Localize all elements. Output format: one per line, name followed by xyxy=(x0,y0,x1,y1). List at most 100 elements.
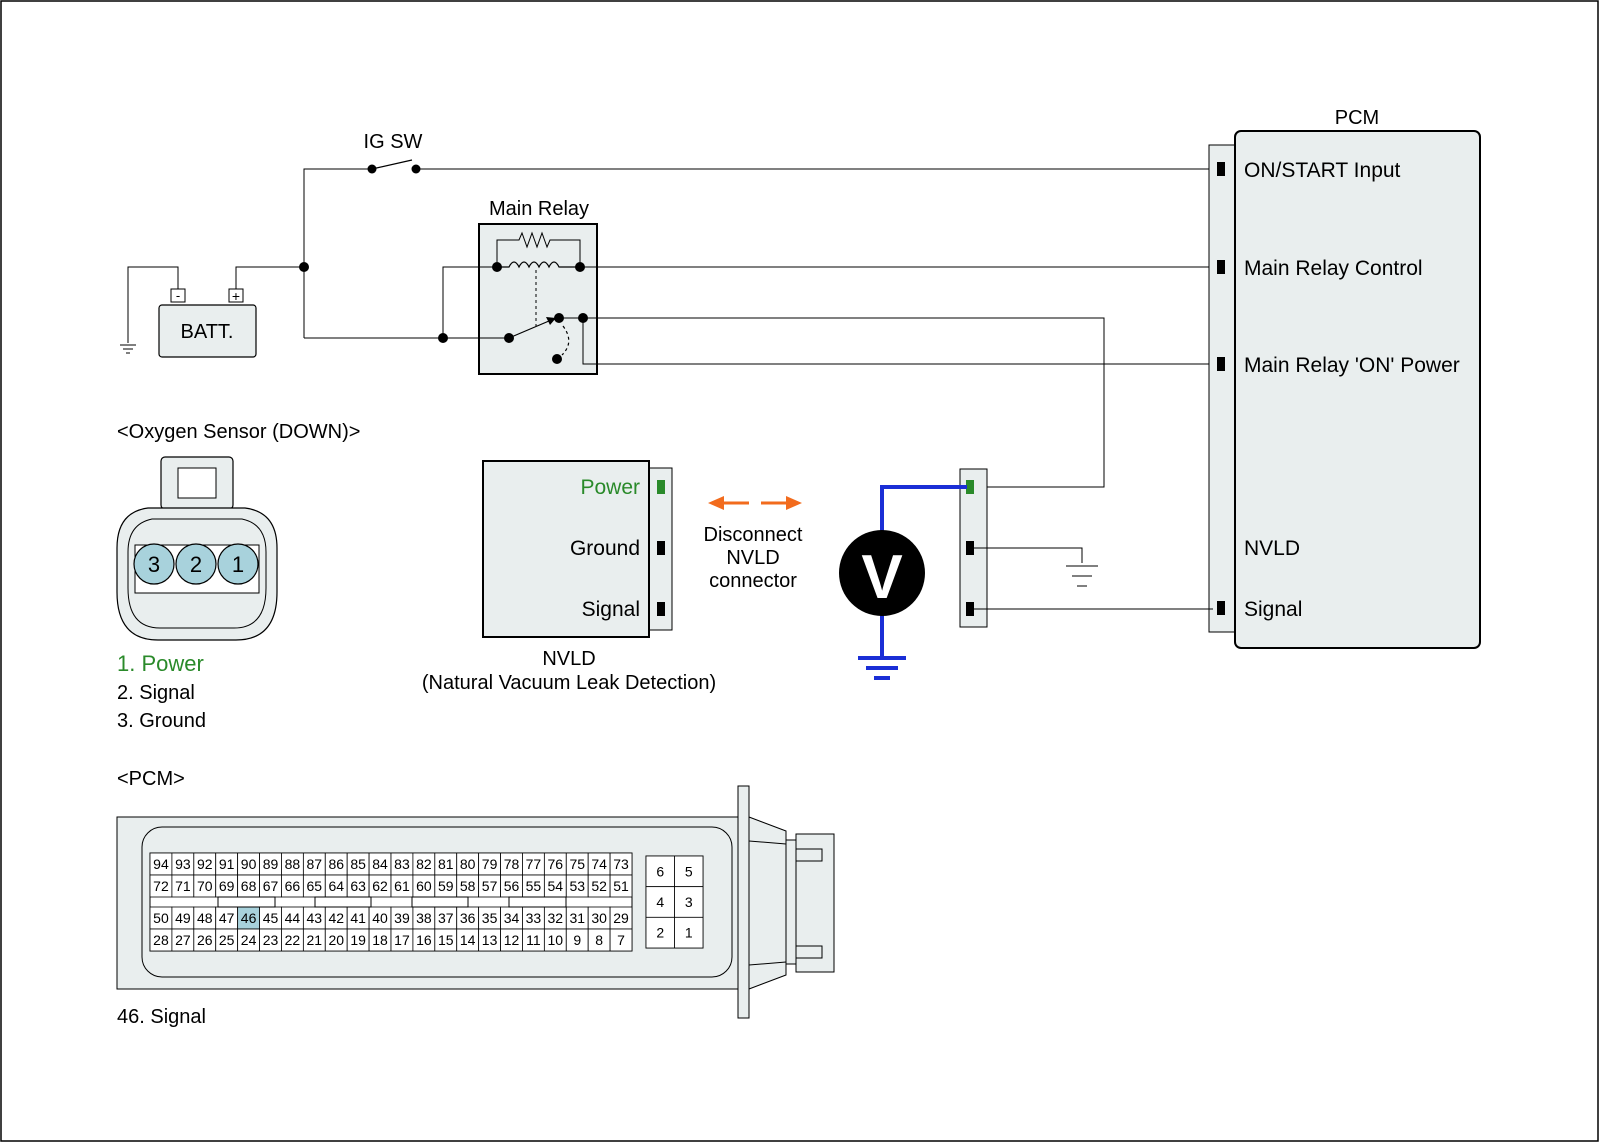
disconnect-arrow-left-icon xyxy=(708,496,724,510)
oxygen-sensor-pin-3-label: 3 xyxy=(148,552,160,577)
pcm-pin-number: 48 xyxy=(197,910,213,926)
pcm-pin-number: 88 xyxy=(285,856,301,872)
pcm-pin-number: 38 xyxy=(416,910,432,926)
pcm-pin-number: 89 xyxy=(263,856,279,872)
nvld-subtitle: (Natural Vacuum Leak Detection) xyxy=(422,672,716,694)
pcm-pin-number: 60 xyxy=(416,878,432,894)
oxygen-sensor-title: <Oxygen Sensor (DOWN)> xyxy=(117,421,360,443)
harness-ground-wire xyxy=(974,547,1083,563)
harness-connector xyxy=(959,468,1213,628)
battery-ground-icon xyxy=(120,344,136,354)
wire-relay-to-nvld-power xyxy=(583,317,1105,488)
pcm-pin-number: 81 xyxy=(438,856,454,872)
oxygen-sensor-legend-signal: 2. Signal xyxy=(117,682,195,704)
pcm-pin-number: 62 xyxy=(372,878,388,894)
oxygen-sensor-inner-rim xyxy=(127,518,267,629)
pcm-pin-number: 61 xyxy=(394,878,410,894)
battery-plus-symbol: + xyxy=(232,288,240,304)
pcm-pin-number: 55 xyxy=(526,878,542,894)
relay-contact-nc xyxy=(552,354,562,364)
voltmeter-ground-icon xyxy=(858,656,906,680)
pcm-pin-number: 73 xyxy=(613,856,629,872)
pcm-pin-number: 54 xyxy=(548,878,564,894)
pcm-connector-keys xyxy=(217,896,567,908)
nvld-name: NVLD xyxy=(542,648,595,670)
pcm-connector-boot xyxy=(748,816,787,990)
ig-sw-blade xyxy=(371,159,413,170)
pcm-pin-number: 58 xyxy=(460,878,476,894)
pcm-pin-number: 71 xyxy=(175,878,191,894)
disconnect-label-line1: Disconnect xyxy=(704,524,803,546)
oxygen-sensor-latch-window xyxy=(177,467,217,499)
pcm-pin-number: 18 xyxy=(372,932,388,948)
pcm-pin-relay-control xyxy=(1217,260,1225,274)
pcm-pin-number: 74 xyxy=(591,856,607,872)
relay-switch-arrow xyxy=(546,317,556,325)
pcm-pin-number: 68 xyxy=(241,878,257,894)
pcm-pin-number: 67 xyxy=(263,878,279,894)
voltmeter-body xyxy=(839,530,925,616)
disconnect-label-line3: connector xyxy=(709,570,797,592)
pcm-body xyxy=(1234,130,1481,649)
pcm-connector-sleeve xyxy=(785,839,797,965)
pcm-pin-number: 31 xyxy=(569,910,585,926)
pcm-pin-number: 85 xyxy=(350,856,366,872)
pcm-pin-number: 80 xyxy=(460,856,476,872)
harness-pin-signal xyxy=(966,602,974,616)
pcm-small-pin-number: 6 xyxy=(656,863,664,879)
pcm-connector-clip-bottom xyxy=(795,945,823,959)
pcm-pin-number: 72 xyxy=(153,878,169,894)
nvld-label-signal: Signal xyxy=(582,598,640,621)
nvld-pin-signal xyxy=(657,602,665,616)
ig-switch: IG SW xyxy=(303,131,1213,338)
harness-pin-ground xyxy=(966,541,974,555)
voltmeter-symbol: V xyxy=(861,543,902,612)
pcm-pin-number: 52 xyxy=(591,878,607,894)
pcm-label-nvld: NVLD xyxy=(1244,537,1300,560)
pcm-label-relay-on-power: Main Relay 'ON' Power xyxy=(1244,354,1460,377)
pcm-pin-number: 40 xyxy=(372,910,388,926)
pcm-pin-number: 42 xyxy=(328,910,344,926)
pcm-pin-number: 44 xyxy=(285,910,301,926)
pcm-pin-relay-on-power xyxy=(1217,357,1225,371)
pcm-pin-number: 29 xyxy=(613,910,629,926)
pcm-pin-number: 39 xyxy=(394,910,410,926)
ig-feed-wire xyxy=(303,168,372,338)
pcm-pin-number: 23 xyxy=(263,932,279,948)
pcm-pin-number: 26 xyxy=(197,932,213,948)
pcm-pin-number: 28 xyxy=(153,932,169,948)
pcm-pin-number: 45 xyxy=(263,910,279,926)
pcm-small-pin-cell xyxy=(674,855,704,888)
pcm-pin-number: 59 xyxy=(438,878,454,894)
battery-minus-symbol: - xyxy=(176,288,180,303)
nvld-label-ground: Ground xyxy=(570,537,640,560)
pcm-pin-number: 94 xyxy=(153,856,169,872)
pcm-small-pin-number: 3 xyxy=(685,894,693,910)
oxygen-sensor-pin-2 xyxy=(175,543,217,585)
pcm-pin-number: 30 xyxy=(591,910,607,926)
pcm-pin-number: 79 xyxy=(482,856,498,872)
nvld-pin-ground xyxy=(657,541,665,555)
pcm-pin-number: 93 xyxy=(175,856,191,872)
voltmeter-positive-lead xyxy=(880,485,967,532)
pcm-pin-number: 66 xyxy=(285,878,301,894)
pcm-pin-number: 91 xyxy=(219,856,235,872)
pcm-pin-on-start xyxy=(1217,162,1225,176)
pcm-label-on-start: ON/START Input xyxy=(1244,159,1401,182)
pcm-connector-flange xyxy=(737,785,750,1019)
pcm-small-pin-number: 1 xyxy=(685,925,693,941)
pcm-pin-number: 75 xyxy=(569,856,585,872)
oxygen-sensor-pin-1 xyxy=(217,543,259,585)
ig-sw-label: IG SW xyxy=(364,131,423,153)
pcm-connector-clip-top xyxy=(795,848,823,862)
pcm-pin-number: 57 xyxy=(482,878,498,894)
pcm-pin-number: 14 xyxy=(460,932,476,948)
junction-battery xyxy=(299,262,309,272)
pcm-pin-number: 53 xyxy=(569,878,585,894)
pcm-pin-number: 87 xyxy=(307,856,323,872)
pcm-pin-number: 70 xyxy=(197,878,213,894)
pcm-pin-number: 21 xyxy=(307,932,323,948)
pcm-pin-number: 65 xyxy=(307,878,323,894)
battery-ground-wire xyxy=(127,266,179,343)
